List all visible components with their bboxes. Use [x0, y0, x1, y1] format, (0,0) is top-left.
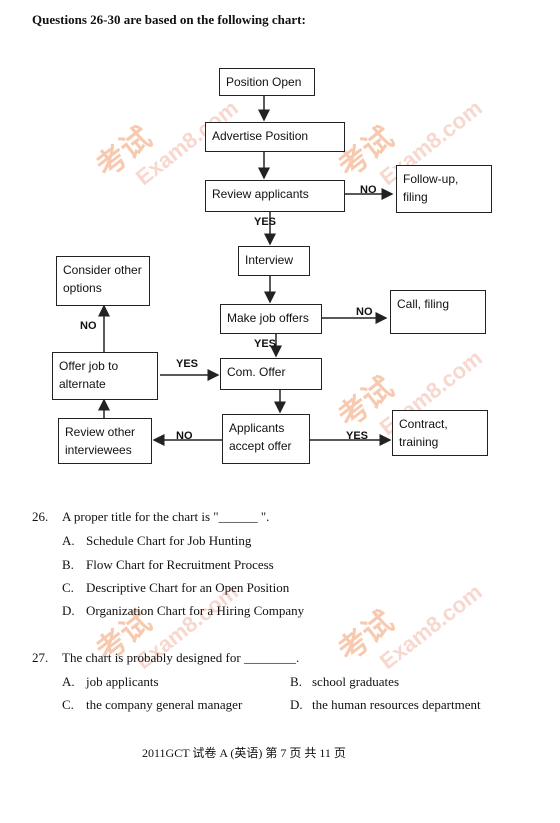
label-yes-contract: YES	[346, 430, 369, 442]
label-no-review-other: NO	[176, 430, 193, 442]
section-heading: Questions 26-30 are based on the followi…	[32, 12, 306, 27]
box-interview: Interview	[238, 246, 310, 276]
watermark-site: Exam8.com	[374, 579, 487, 675]
page-footer: 2011GCT 试卷 A (英语) 第 7 页 共 11 页	[142, 746, 346, 760]
label-no-consider: NO	[80, 320, 97, 332]
box-make-job-offers: Make job offers	[220, 304, 322, 334]
box-consider-other-options: Consider other options	[56, 256, 150, 306]
q27-option-a-letter: A.	[62, 674, 75, 689]
box-position-open: Position Open	[219, 68, 315, 96]
q26-option-d-letter: D.	[62, 603, 75, 618]
label-yes-com-offer: YES	[254, 338, 277, 350]
q26-number: 26.	[32, 509, 49, 524]
box-applicants-accept-offer: Applicants accept offer	[222, 414, 310, 464]
box-review-other-interviewees: Review other interviewees	[58, 418, 152, 464]
q26-option-b-letter: B.	[62, 557, 74, 572]
label-yes-alternate: YES	[176, 358, 199, 370]
q27-number: 27.	[32, 650, 49, 665]
q27-option-b-letter: B.	[290, 674, 302, 689]
box-offer-job-to-alternate: Offer job to alternate	[52, 352, 158, 400]
q26-option-c-text: Descriptive Chart for an Open Position	[86, 580, 290, 595]
box-contract-training: Contract, training	[392, 410, 488, 456]
q27-stem: The chart is probably designed for _____…	[62, 650, 300, 665]
label-yes-interview: YES	[254, 216, 277, 228]
label-no-call-filing: NO	[356, 306, 373, 318]
box-com-offer: Com. Offer	[220, 358, 322, 390]
box-follow-up-filing: Follow-up, filing	[396, 165, 492, 213]
q26-option-a-letter: A.	[62, 533, 75, 548]
q27-option-d-letter: D.	[290, 697, 303, 712]
label-no-follow-up: NO	[360, 184, 377, 196]
box-advertise-position: Advertise Position	[205, 122, 345, 152]
box-review-applicants: Review applicants	[205, 180, 345, 212]
box-call-filing: Call, filing	[390, 290, 486, 334]
q27-option-c-letter: C.	[62, 697, 74, 712]
q26-option-c-letter: C.	[62, 580, 74, 595]
q26-stem: A proper title for the chart is "______ …	[62, 509, 270, 524]
q27-option-c-text: the company general manager	[86, 697, 243, 712]
q27-option-a-text: job applicants	[86, 674, 159, 689]
watermark-kaoshi: 考试	[332, 605, 400, 669]
q26-option-a-text: Schedule Chart for Job Hunting	[86, 533, 252, 548]
q27-option-d-text: the human resources department	[312, 697, 481, 712]
q26-option-d-text: Organization Chart for a Hiring Company	[86, 603, 305, 618]
q26-option-b-text: Flow Chart for Recruitment Process	[86, 557, 274, 572]
q27-option-b-text: school graduates	[312, 674, 400, 689]
flowchart-connectors	[98, 96, 394, 446]
